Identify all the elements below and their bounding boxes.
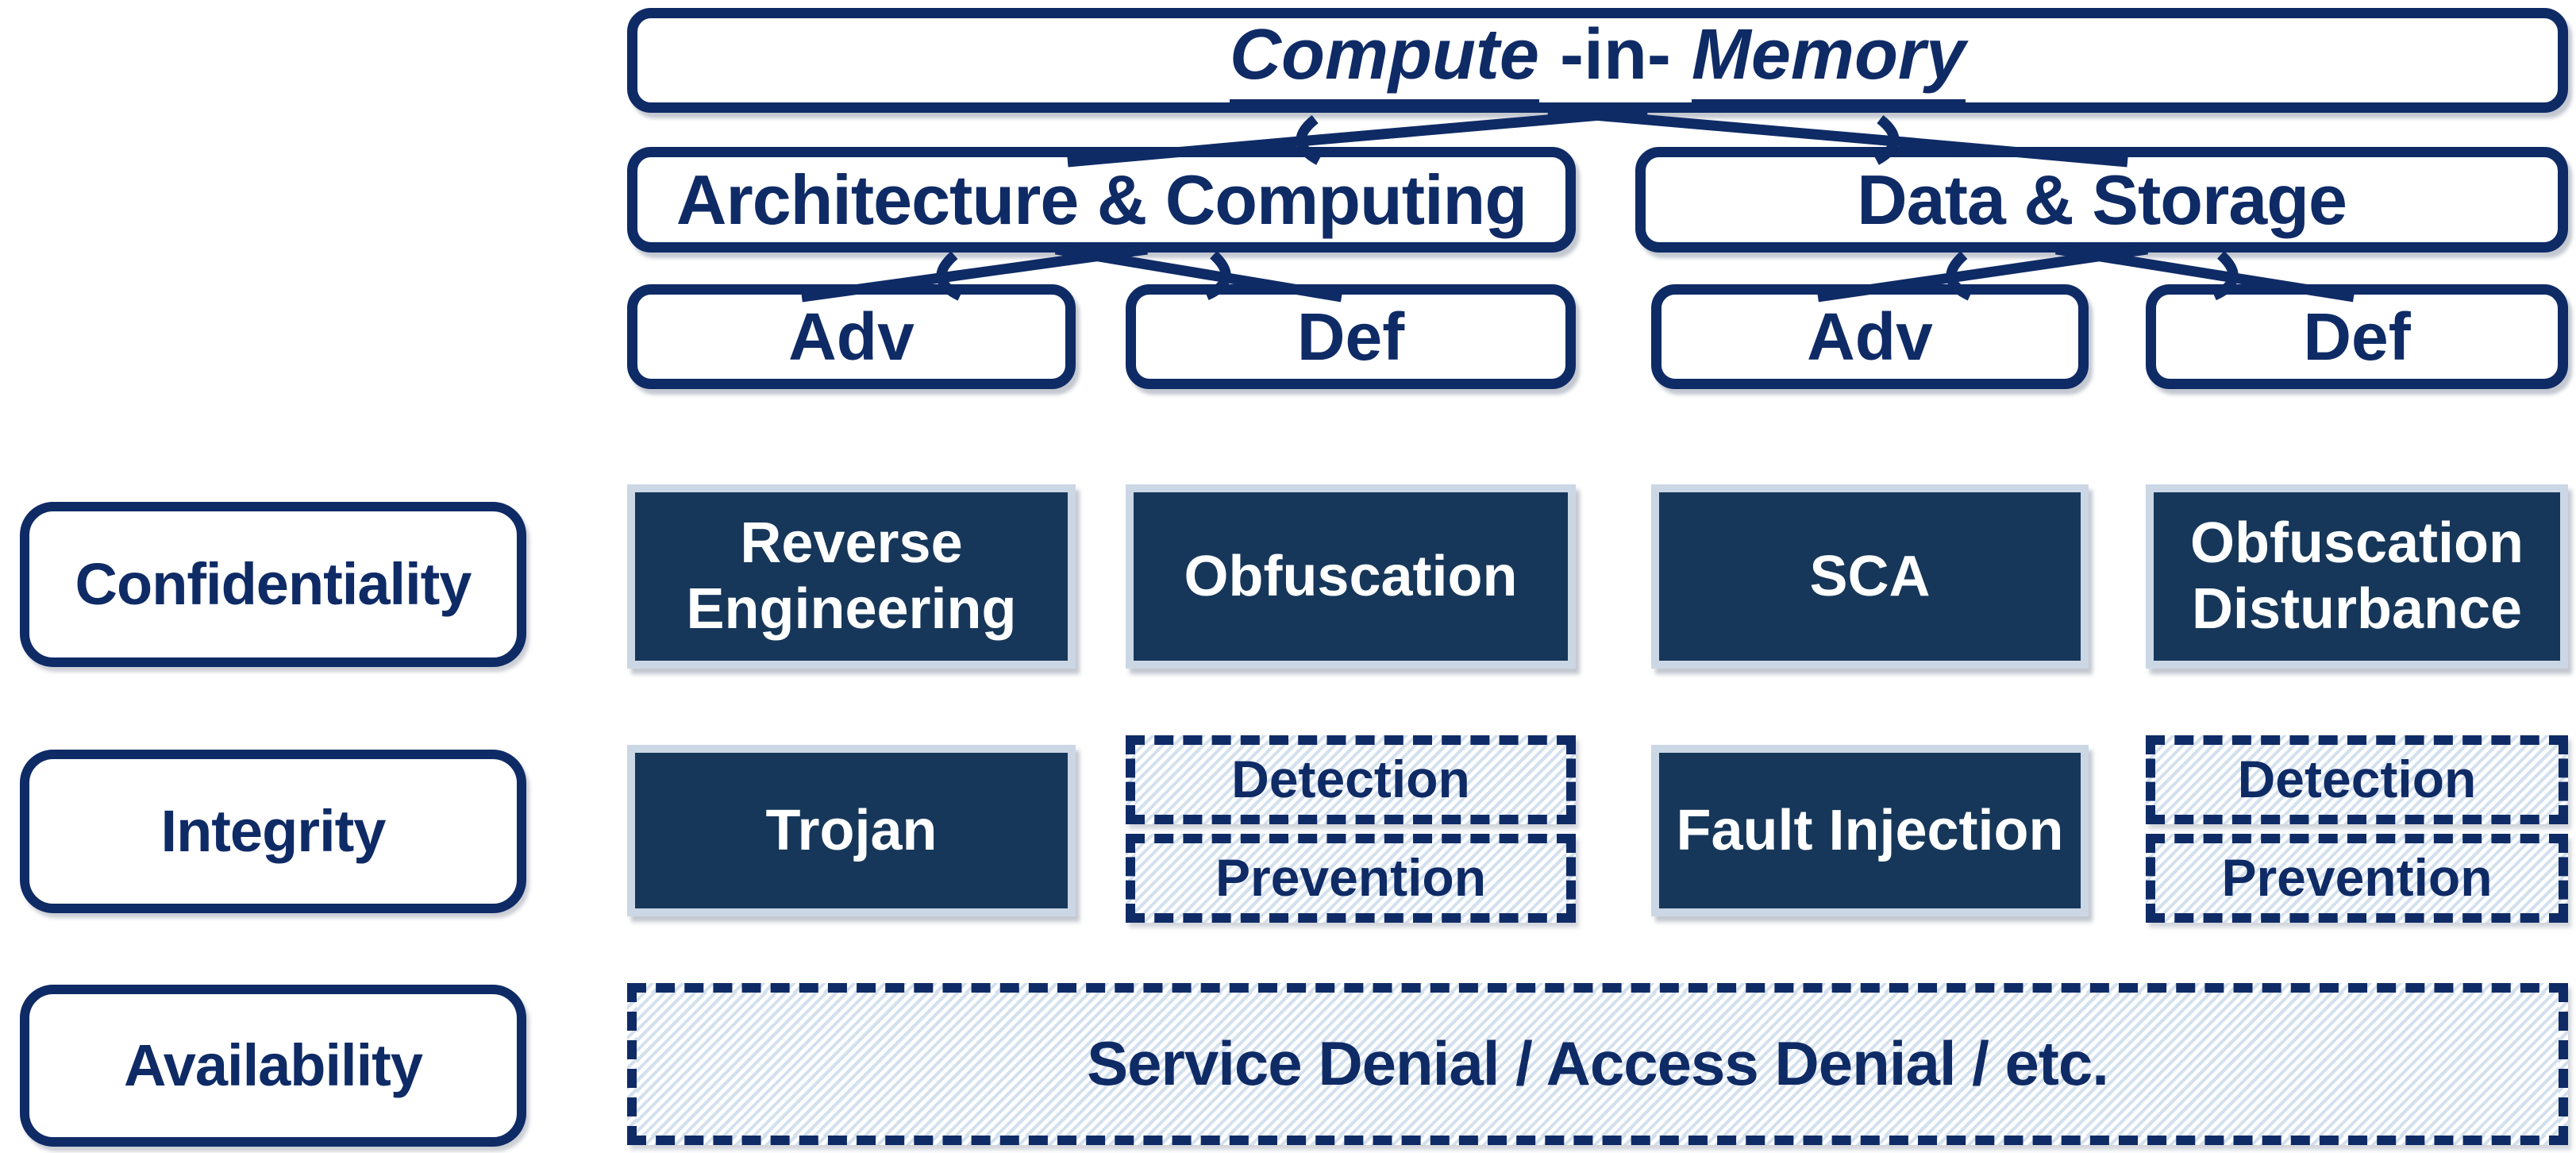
node-data-adv-label: Adv <box>1807 299 1933 374</box>
cell-fault-injection-label: Fault Injection <box>1676 798 2064 862</box>
row-label-integrity: Integrity <box>20 750 526 913</box>
node-architecture-computing-label: Architecture & Computing <box>676 160 1527 239</box>
cell-sca: SCA <box>1651 484 2089 669</box>
cell-fault-injection: Fault Injection <box>1651 745 2089 916</box>
root-node-title: Compute -in- Memory <box>1229 14 1966 106</box>
cell-sca-label: SCA <box>1809 544 1931 608</box>
node-arch-def-label: Def <box>1296 299 1405 374</box>
cell-reverse-engineering-label: Reverse Engineering <box>686 511 1017 641</box>
cell-arch-prevention-label: Prevention <box>1215 848 1487 908</box>
row-label-availability: Availability <box>20 985 526 1147</box>
row-label-confidentiality: Confidentiality <box>20 502 526 667</box>
cell-arch-detection-label: Detection <box>1231 750 1470 809</box>
row-label-integrity-text: Integrity <box>160 798 387 865</box>
cell-obfuscation: Obfuscation <box>1126 484 1576 669</box>
cell-obfuscation-disturbance-label: Obfuscation Disturbance <box>2189 511 2524 641</box>
node-arch-def: Def <box>1126 284 1576 389</box>
cell-data-prevention: Prevention <box>2146 834 2568 923</box>
cell-reverse-engineering: Reverse Engineering <box>627 484 1076 669</box>
cell-arch-detection: Detection <box>1126 735 1576 824</box>
node-data-adv: Adv <box>1651 284 2089 389</box>
cell-data-detection-label: Detection <box>2237 750 2477 809</box>
node-arch-adv: Adv <box>627 284 1076 389</box>
node-data-storage: Data & Storage <box>1635 147 2568 253</box>
row-label-availability-text: Availability <box>124 1032 423 1099</box>
cell-trojan-label: Trojan <box>765 798 938 862</box>
cell-obfuscation-disturbance: Obfuscation Disturbance <box>2146 484 2568 669</box>
node-arch-adv-label: Adv <box>788 299 914 374</box>
root-word-compute: Compute <box>1229 14 1539 106</box>
cell-service-denial-label: Service Denial / Access Denial / etc. <box>1087 1028 2109 1099</box>
row-label-confidentiality-text: Confidentiality <box>75 551 472 618</box>
node-data-storage-label: Data & Storage <box>1857 160 2347 239</box>
cell-obfuscation-label: Obfuscation <box>1184 544 1518 608</box>
cell-data-prevention-label: Prevention <box>2221 848 2493 908</box>
node-architecture-computing: Architecture & Computing <box>627 147 1576 253</box>
node-data-def-label: Def <box>2303 299 2411 374</box>
root-word-in: -in- <box>1559 15 1671 95</box>
cell-data-detection: Detection <box>2146 735 2568 824</box>
cell-trojan: Trojan <box>627 745 1076 916</box>
cell-arch-prevention: Prevention <box>1126 834 1576 923</box>
node-compute-in-memory: Compute -in- Memory <box>627 8 2568 113</box>
cell-service-denial: Service Denial / Access Denial / etc. <box>627 983 2568 1145</box>
root-word-memory: Memory <box>1691 14 1966 106</box>
node-data-def: Def <box>2146 284 2568 389</box>
